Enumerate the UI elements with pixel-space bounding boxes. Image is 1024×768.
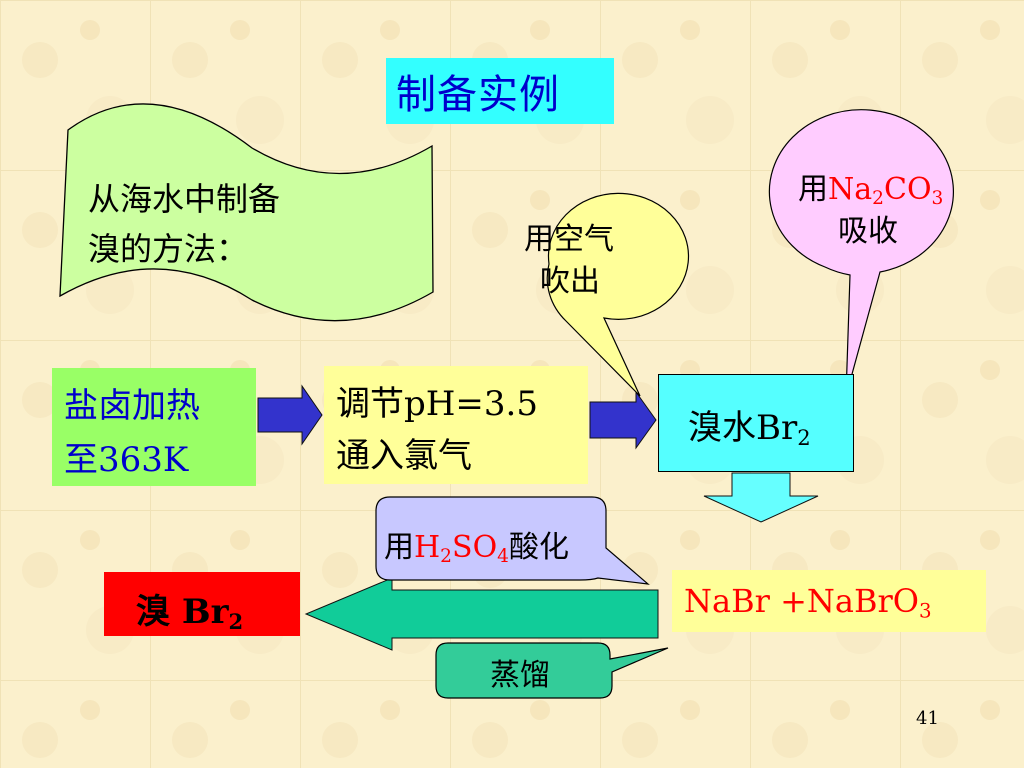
heat-step-box [52, 368, 256, 486]
bromine-water-box [658, 374, 854, 472]
method-banner-shape [59, 103, 434, 322]
adjust-step-box [324, 366, 588, 484]
bromine-water-label: 溴水Br2 [688, 400, 811, 449]
absorb-na: Na [828, 172, 873, 207]
bromine-water-text: 溴水Br [688, 408, 798, 448]
absorb-co: CO [883, 172, 932, 207]
adjust-step-line-1: 调节pH=3.5 [336, 384, 538, 424]
salts-label: NaBr +NaBrO3 [684, 582, 932, 623]
acidify-h-sub: 2 [440, 546, 453, 568]
acidify-so-sub: 4 [497, 546, 510, 568]
product-box [104, 572, 300, 636]
product-label: 溴 Br2 [136, 584, 243, 633]
acidify-so: SO [452, 530, 498, 565]
absorb-callout-shape [768, 109, 955, 397]
absorb-callout-line-1: 用Na2CO3 [798, 164, 943, 208]
title-box [386, 58, 614, 124]
absorb-callout-line-2: 吸收 [838, 214, 898, 249]
arrow-heat-to-adjust [257, 384, 323, 446]
arrow-bromine-water-to-salts [703, 472, 819, 523]
absorb-prefix: 用 [798, 172, 828, 207]
acidify-callout-shape [375, 496, 650, 585]
page-number: 41 [916, 708, 939, 729]
absorb-na-sub: 2 [872, 188, 884, 210]
product-sub: 2 [228, 608, 244, 634]
product-text: 溴 Br [136, 592, 229, 632]
acidify-prefix: 用 [384, 530, 414, 565]
air-callout-shape [546, 192, 690, 397]
bromine-water-sub: 2 [797, 424, 811, 450]
distill-callout-label: 蒸馏 [490, 658, 550, 693]
banner-line-1: 从海水中制备 [88, 180, 281, 218]
salts-box [672, 570, 986, 632]
adjust-step-line-2: 通入氯气 [336, 436, 472, 476]
heat-step-line-2: 至363K [64, 440, 189, 480]
absorb-co-sub: 3 [931, 188, 944, 210]
arrow-adjust-to-bromine-water [589, 390, 657, 450]
arrow-salts-to-product [304, 577, 659, 651]
page-title: 制备实例 [396, 72, 560, 118]
air-callout-line-1: 用空气 [524, 222, 614, 257]
heat-step-line-1: 盐卤加热 [64, 386, 200, 426]
air-callout-line-2: 吹出 [540, 264, 600, 299]
salts-sub: 3 [919, 599, 932, 623]
banner-line-2: 溴的方法： [88, 230, 249, 268]
acidify-h: H [414, 530, 441, 565]
salts-text: NaBr +NaBrO [684, 582, 919, 620]
acidify-callout-label: 用H2SO4酸化 [384, 522, 569, 566]
acidify-suffix: 酸化 [509, 530, 570, 565]
distill-callout-shape [435, 642, 669, 699]
